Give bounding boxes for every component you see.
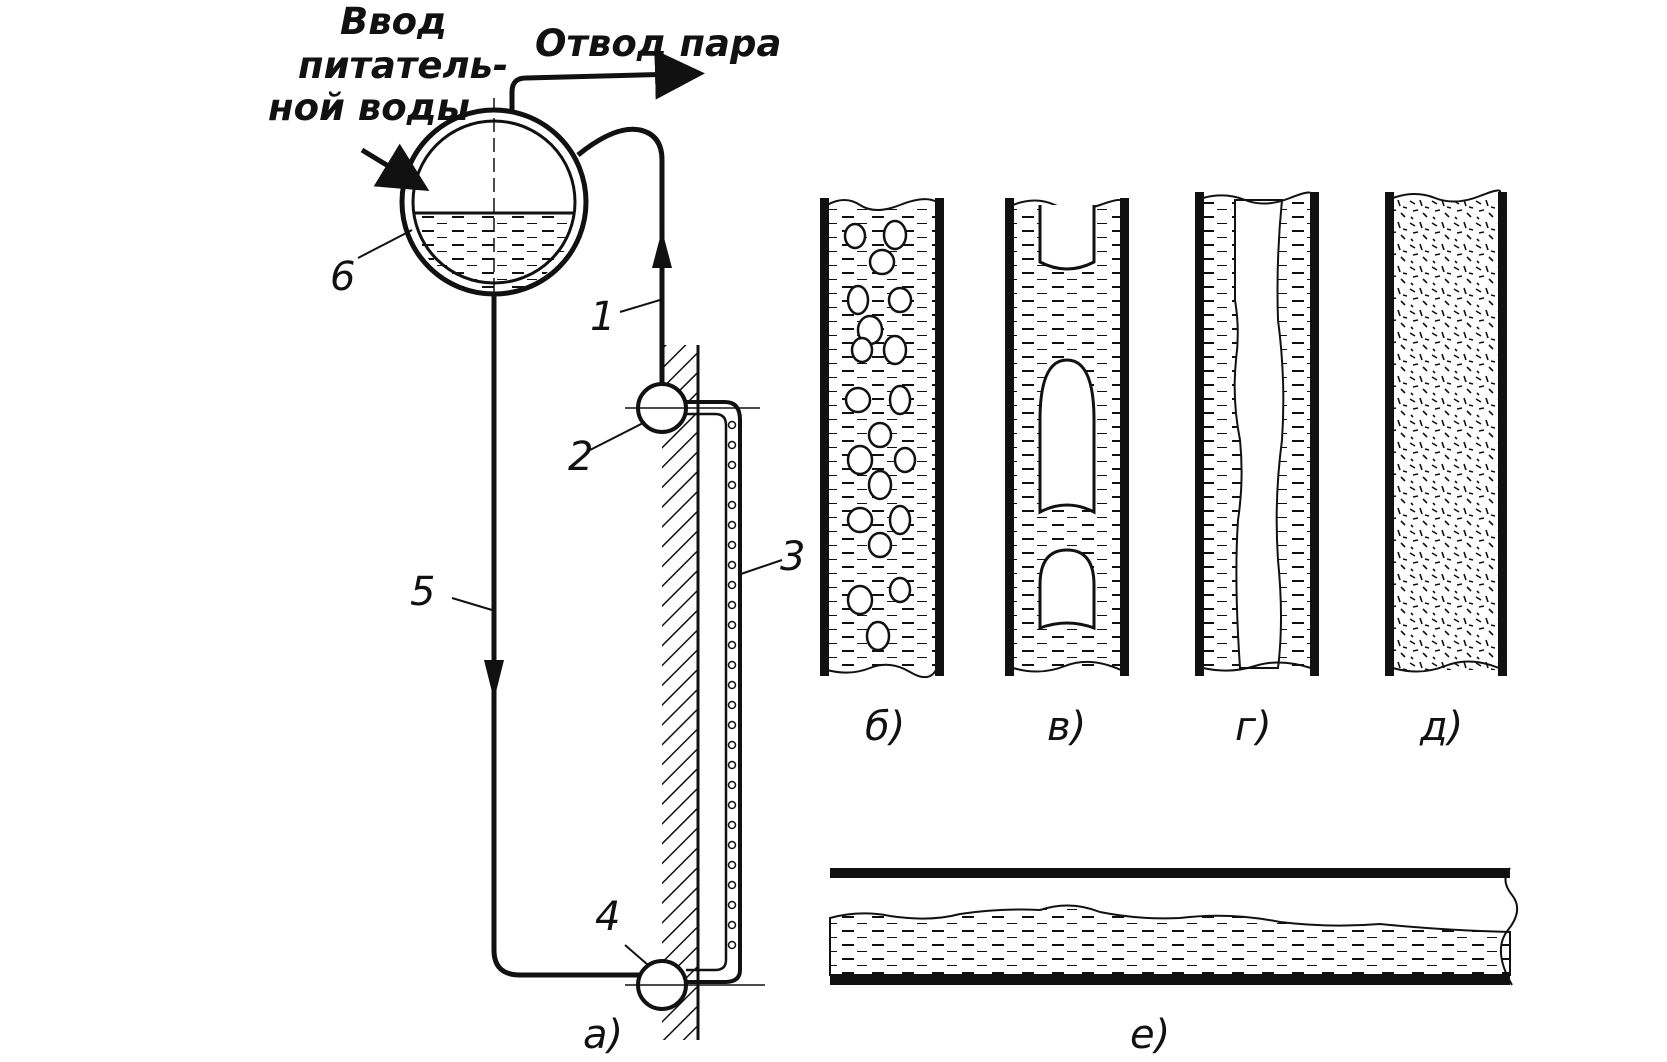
svg-text:6: 6 [330,254,355,300]
tube-bubble [727,900,737,910]
vapor-bubble [887,286,913,314]
tube-bubble [727,940,737,950]
svg-text:1: 1 [590,294,615,340]
steam-outlet-pipe [509,49,705,110]
vapor-bubble [865,620,891,652]
svg-text:ной воды: ной воды [268,86,470,129]
svg-text:3: 3 [780,534,805,580]
subfigure-label-a: а) [583,1012,623,1058]
tube-bubble [727,700,737,710]
lower-header [625,959,765,1011]
vapor-bubble [893,446,917,474]
downcomer-arrow [484,660,504,700]
riser-pipe [576,126,665,385]
callout-6: 6 [330,229,413,300]
vapor-bubble [843,222,867,250]
slug-bubble [1038,205,1096,271]
vapor-bubble [846,284,870,316]
tube-bubble [727,840,737,850]
slug-bubble [1038,358,1096,515]
tube-bubble [727,920,737,930]
drum [399,98,589,300]
tube-bubble [727,500,737,510]
tube-bubble [727,560,737,570]
flow-stratified [829,867,1519,986]
vapor-bubble [867,531,893,559]
downcomer-pipe [491,294,640,978]
tube-bubble [727,680,737,690]
svg-text:5: 5 [410,569,435,615]
tube-bubble [727,740,737,750]
flow-bubbly [820,198,944,679]
steam-outlet-label: Отвод пара [535,22,781,65]
upper-header [625,382,760,434]
svg-text:Ввод: Ввод [340,0,447,43]
tube-bubble [727,520,737,530]
subfigure-label-d: д) [1419,704,1463,750]
circulation-loop [360,49,765,1040]
tube-bubble [727,760,737,770]
feed-water-label: Ввод питатель- ной воды [268,0,508,129]
vapor-bubble [888,576,912,604]
tube-bubble [727,440,737,450]
vapor-bubble [846,444,874,476]
tube-bubble [727,880,737,890]
evaporating-tube [686,400,742,984]
flow-slug [1005,198,1129,676]
svg-text:2: 2 [568,434,593,480]
tube-bubble [727,540,737,550]
subfigure-label-v: в) [1047,704,1086,750]
vapor-bubble [868,248,896,276]
vapor-bubble [846,584,874,616]
flow-annular [1195,191,1319,676]
tube-bubble [727,580,737,590]
slug-bubble [1038,548,1096,631]
riser-arrow [652,230,672,268]
tube-bubble [727,780,737,790]
subfigure-label-b: б) [865,704,905,750]
svg-text:питатель-: питатель- [298,44,508,87]
tube-bubble [727,460,737,470]
vapor-bubble [867,469,893,501]
svg-text:4: 4 [595,894,620,940]
subfigure-label-e: е) [1130,1012,1170,1058]
callout-3: 3 [737,534,805,580]
tube-bubble [727,800,737,810]
vapor-bubble [882,334,908,366]
tube-bubble [727,600,737,610]
callout-2: 2 [568,421,646,480]
callout-5: 5 [410,569,493,615]
tube-bubble [727,640,737,650]
vapor-bubble [850,336,874,364]
vapor-bubble [888,384,912,416]
callout-1: 1 [590,294,661,340]
tube-bubble [727,620,737,630]
tube-bubble [727,480,737,490]
vapor-bubble [888,504,912,536]
tube-bubble [727,720,737,730]
flow-mist [1385,189,1507,676]
vapor-bubble [882,219,908,251]
vapor-bubble [844,386,872,414]
subfigure-label-g: г) [1235,704,1272,750]
callout-4: 4 [595,894,649,966]
feed-water-arrow [360,143,430,191]
vapor-bubble [867,421,893,449]
furnace-wall [662,345,698,1040]
vapor-bubble [846,506,874,534]
tube-bubble [727,860,737,870]
tube-bubble [727,660,737,670]
tube-bubble [727,820,737,830]
tube-bubble [727,420,737,430]
